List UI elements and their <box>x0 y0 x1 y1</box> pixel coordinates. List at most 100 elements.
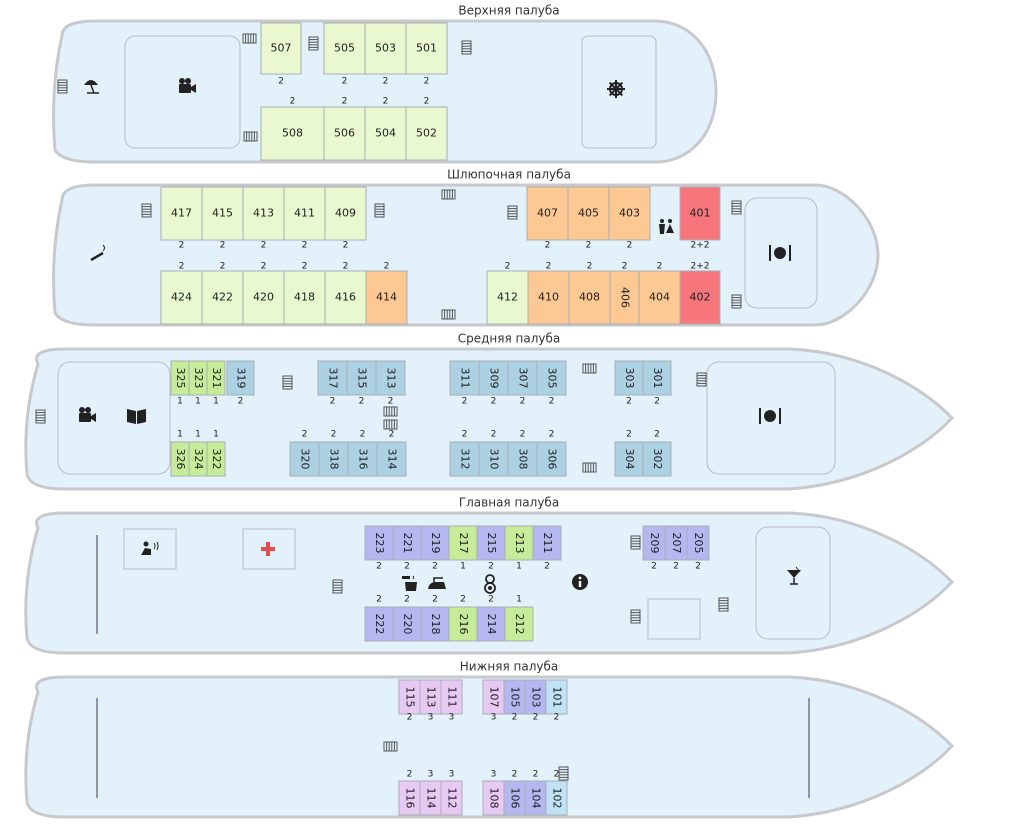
cabin-box[interactable] <box>242 186 285 241</box>
cabin-box[interactable] <box>283 186 326 241</box>
cabin-box[interactable] <box>545 780 568 816</box>
cabin-box[interactable] <box>440 780 463 816</box>
cabin-box[interactable] <box>323 106 366 161</box>
cabin-box[interactable] <box>642 360 672 396</box>
cabin-box[interactable] <box>527 270 570 325</box>
cabin-box[interactable] <box>638 270 681 325</box>
cabin-box[interactable] <box>679 186 721 241</box>
cabin-box[interactable] <box>365 270 408 325</box>
cabin-box[interactable] <box>507 360 538 396</box>
cabin-box[interactable] <box>376 441 407 477</box>
cabin-box[interactable] <box>405 22 448 75</box>
cabin-box[interactable] <box>324 186 367 241</box>
cabin-box[interactable] <box>160 270 203 325</box>
cabin-box[interactable] <box>504 525 534 561</box>
cabin-box[interactable] <box>536 441 567 477</box>
cabin-box[interactable] <box>201 270 244 325</box>
cabin-box[interactable] <box>545 679 568 715</box>
cabin-box[interactable] <box>317 360 348 396</box>
cabin-box[interactable] <box>206 360 226 396</box>
cabin-box[interactable] <box>420 525 450 561</box>
cabin-box[interactable] <box>567 186 610 241</box>
cabin-box[interactable] <box>364 106 407 161</box>
cabin-box[interactable] <box>478 360 509 396</box>
cabin-box[interactable] <box>679 270 721 325</box>
cabin-box[interactable] <box>420 606 450 642</box>
cabin-box[interactable] <box>375 360 406 396</box>
cabin-box[interactable] <box>364 606 394 642</box>
cabin-box[interactable] <box>392 525 422 561</box>
cabin-box[interactable] <box>318 441 349 477</box>
cabin-box[interactable] <box>364 22 407 75</box>
cabin-box[interactable] <box>476 606 506 642</box>
cabin-box[interactable] <box>504 606 534 642</box>
cabin-box[interactable] <box>346 360 377 396</box>
cabin-box[interactable] <box>226 360 255 396</box>
cabin-box[interactable] <box>160 186 203 241</box>
cabin-box[interactable] <box>364 525 394 561</box>
cabin-box[interactable] <box>449 441 480 477</box>
cabin-box[interactable] <box>405 106 448 161</box>
cabin-box[interactable] <box>242 270 285 325</box>
cabin-box[interactable] <box>449 360 480 396</box>
cabin-box[interactable] <box>526 186 569 241</box>
cabin-box[interactable] <box>289 441 320 477</box>
cabin-box[interactable] <box>532 525 562 561</box>
